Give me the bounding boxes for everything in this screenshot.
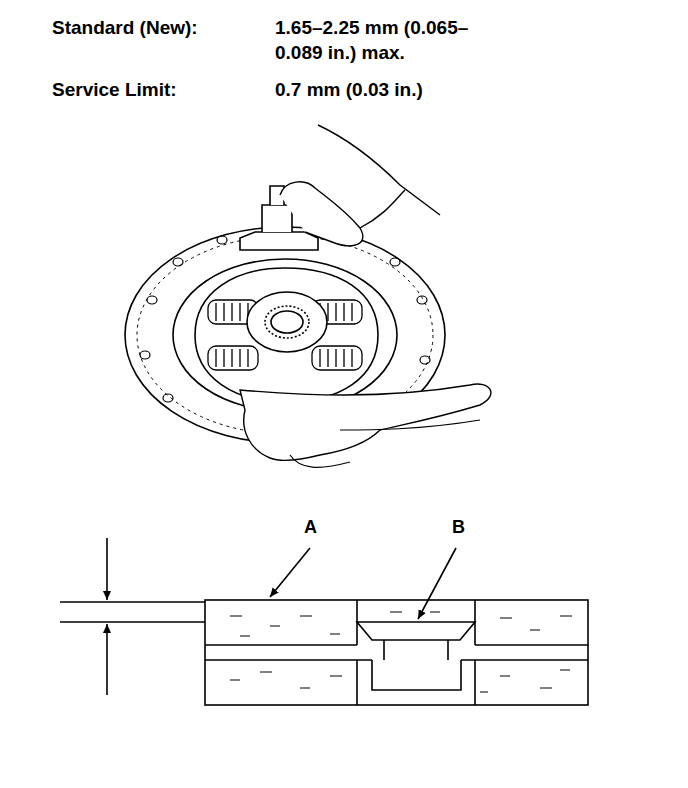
- spec-value: 1.65–2.25 mm (0.065–0.089 in.) max.: [275, 16, 497, 65]
- spec-heading: Standard (New):: [52, 16, 198, 41]
- callout-letter: A: [304, 516, 317, 539]
- disc-figure: [125, 125, 491, 467]
- hatch-marks: [230, 612, 572, 692]
- rivet-cross-section: [60, 538, 588, 705]
- callout-letter: B: [452, 516, 465, 539]
- spec-value: 0.7 mm (0.03 in.): [275, 78, 423, 103]
- spec-heading: Service Limit:: [52, 78, 177, 103]
